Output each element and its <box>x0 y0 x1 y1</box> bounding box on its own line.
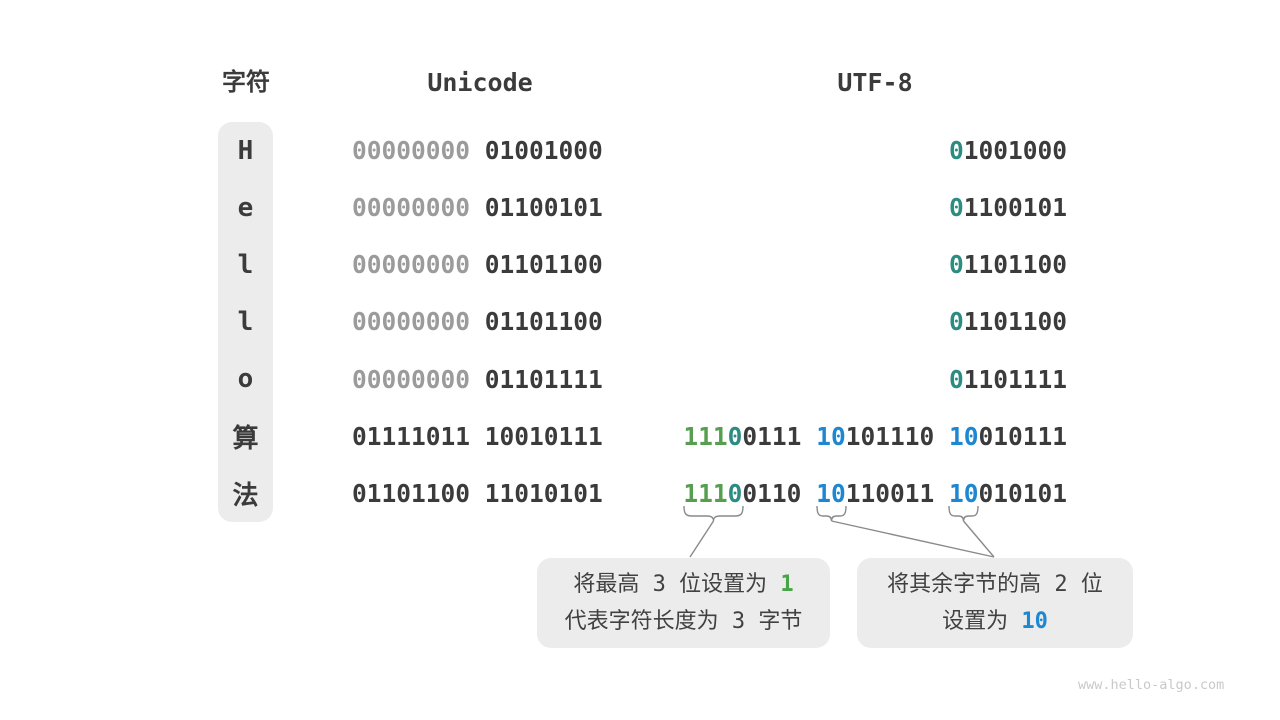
text-segment: 3 <box>639 572 680 597</box>
text-segment: 010101 <box>978 478 1067 508</box>
unicode-value: 00000000 01101100 <box>352 236 772 293</box>
text-segment: 0 <box>948 136 964 166</box>
text-segment: 1101111 <box>963 364 1067 394</box>
text-segment: 1101100 <box>963 307 1067 337</box>
text-segment: 1 <box>767 572 794 597</box>
text-segment: 将最高 <box>573 571 640 596</box>
unicode-value: 01111011 10010111 <box>352 408 772 465</box>
text-segment: 00000000 <box>352 307 485 337</box>
text-segment: 01101100 <box>352 478 485 508</box>
callout-line: 设置为 10 <box>942 603 1048 640</box>
callout-continuation-bits: 将其余字节的高 2 位 设置为 10 <box>857 558 1133 648</box>
text-segment: 10 <box>816 421 846 451</box>
unicode-value: 00000000 01100101 <box>352 179 772 236</box>
connector-right-callout-b <box>962 520 995 558</box>
text-segment: 将其余字节的高 <box>887 571 1042 596</box>
text-segment: 位 <box>1080 571 1103 596</box>
text-segment: 01101100 <box>484 307 603 337</box>
char-cell: l <box>237 306 254 337</box>
header-unicode: Unicode <box>427 68 533 97</box>
text-segment: 1001000 <box>963 136 1067 166</box>
watermark: www.hello-algo.com <box>1078 677 1225 693</box>
text-segment: 111 <box>683 478 728 508</box>
text-segment: 字节 <box>758 608 803 633</box>
header-utf8: UTF-8 <box>837 68 913 97</box>
text-segment: 0 <box>948 250 964 280</box>
char-cell: 算 <box>232 423 259 454</box>
text-segment: 110011 <box>845 478 949 508</box>
header-char: 字符 <box>222 69 270 96</box>
text-segment: 0110 <box>742 478 817 508</box>
unicode-value: 01101100 11010101 <box>352 465 772 522</box>
text-segment: 0 <box>948 364 964 394</box>
text-segment: 01101111 <box>484 364 603 394</box>
text-segment: 0 <box>727 421 743 451</box>
text-segment: 3 <box>718 609 759 634</box>
text-segment: 11010101 <box>484 478 603 508</box>
text-segment: 0 <box>948 307 964 337</box>
text-segment: 00000000 <box>352 250 485 280</box>
text-segment: 010111 <box>978 421 1067 451</box>
text-segment: 1100101 <box>963 193 1067 223</box>
char-cell: o <box>237 364 254 395</box>
connector-right-callout-a <box>831 520 995 558</box>
char-cell: H <box>237 135 254 166</box>
char-column-pill <box>218 122 273 522</box>
callout-line: 代表字符长度为 3 字节 <box>565 603 803 640</box>
unicode-column: 00000000 01001000 00000000 01100101 0000… <box>352 122 772 522</box>
unicode-value: 00000000 01101111 <box>352 351 772 408</box>
char-column: H e l l o 算 法 <box>218 122 273 522</box>
text-segment: 10 <box>816 478 846 508</box>
callout-leading-bits: 将最高 3 位设置为 1 代表字符长度为 3 字节 <box>537 558 830 648</box>
callout-line: 将其余字节的高 2 位 <box>887 566 1103 603</box>
text-segment: 01111011 <box>352 421 485 451</box>
text-segment: 0 <box>948 193 964 223</box>
text-segment: 111 <box>683 421 728 451</box>
char-cell: 法 <box>232 480 259 511</box>
text-segment: 10010111 <box>484 421 603 451</box>
text-segment: 101110 <box>845 421 949 451</box>
text-segment: 01001000 <box>484 136 603 166</box>
text-segment: 0 <box>727 478 743 508</box>
char-cell: l <box>237 249 254 280</box>
char-cell: e <box>237 192 254 223</box>
text-segment: 位设置为 <box>679 571 768 596</box>
text-segment: 代表字符长度为 <box>564 608 719 633</box>
callout-line: 将最高 3 位设置为 1 <box>573 566 793 603</box>
text-segment: 10 <box>948 421 979 451</box>
connector-left-callout <box>689 520 715 558</box>
text-segment: 2 <box>1041 572 1081 597</box>
text-segment: 设置为 <box>942 608 1009 633</box>
text-segment: 00000000 <box>352 364 485 394</box>
unicode-value: 00000000 01101100 <box>352 293 772 350</box>
text-segment: 01101100 <box>484 250 603 280</box>
text-segment: 10 <box>948 478 979 508</box>
text-segment: 0111 <box>742 421 817 451</box>
text-segment: 00000000 <box>352 136 485 166</box>
text-segment: 01100101 <box>484 193 603 223</box>
unicode-value: 00000000 01001000 <box>352 122 772 179</box>
text-segment: 10 <box>1008 609 1048 634</box>
text-segment: 1101100 <box>963 250 1067 280</box>
text-segment: 00000000 <box>352 193 485 223</box>
